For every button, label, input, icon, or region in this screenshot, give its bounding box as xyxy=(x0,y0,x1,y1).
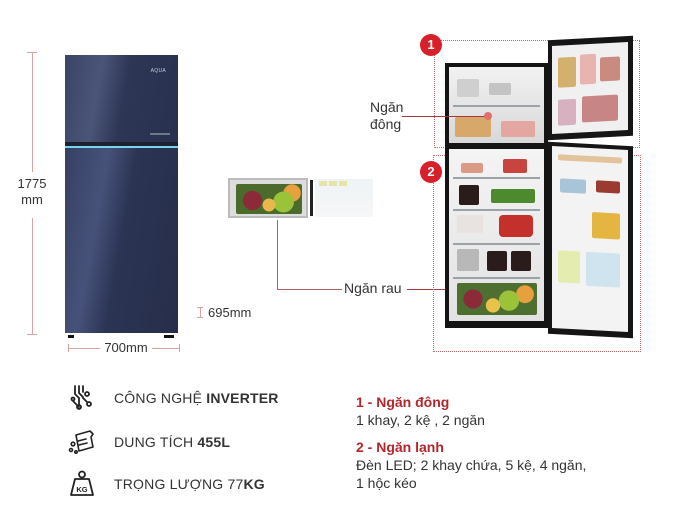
feature-inverter-text: CÔNG NGHỆ INVERTER xyxy=(114,390,279,406)
fridge-compartment xyxy=(449,149,544,321)
spec-fridge: 2 - Ngăn lạnh Đèn LED; 2 khay chứa, 5 kệ… xyxy=(356,438,586,492)
inverter-circuit-icon xyxy=(68,384,96,412)
capacity-jug-icon xyxy=(68,428,96,456)
spec-freezer-desc: 1 khay, 2 kệ , 2 ngăn xyxy=(356,412,485,428)
spec-fridge-desc-line2: 1 hộc kéo xyxy=(356,475,417,491)
zone-badge-freezer: 1 xyxy=(420,34,442,56)
fridge-foot-right xyxy=(164,335,174,338)
freezer-compartment xyxy=(449,67,544,143)
feature-capacity: DUNG TÍCH 455L xyxy=(68,428,230,456)
crisper-callout-horizontal-left xyxy=(277,289,342,290)
height-unit: mm xyxy=(21,192,43,207)
crisper-callout-vertical xyxy=(277,220,278,289)
freezer-callout-line xyxy=(402,116,486,117)
svg-text:KG: KG xyxy=(76,485,87,494)
crisper-callout-horizontal-right xyxy=(407,289,467,290)
fridge-door-open xyxy=(548,141,633,339)
fridge-door xyxy=(65,148,178,333)
shelf-interior xyxy=(315,179,373,217)
width-dimension-line-right xyxy=(152,348,179,349)
crisper-drawer-closeup xyxy=(228,178,373,220)
height-dimension-bottom-tick xyxy=(27,334,37,335)
depth-tick-bottom xyxy=(197,317,203,318)
width-dimension-line-left xyxy=(68,348,100,349)
height-dimension-line-lower xyxy=(32,218,33,334)
crisper-bin xyxy=(228,178,308,218)
spec-freezer: 1 - Ngăn đông 1 khay, 2 kệ , 2 ngăn xyxy=(356,393,485,429)
spec-fridge-title: 2 - Ngăn lạnh xyxy=(356,439,444,455)
crisper-label: Ngăn rau xyxy=(344,280,402,296)
door-edge xyxy=(310,180,313,216)
freezer-door: AQUA xyxy=(65,55,178,142)
fridge-front-view: AQUA xyxy=(65,55,178,338)
spec-freezer-title: 1 - Ngăn đông xyxy=(356,394,450,410)
fridge-open-view xyxy=(445,35,635,339)
fridge-cabinet xyxy=(445,63,548,328)
weight-kg-icon: KG xyxy=(68,470,96,498)
freezer-label: Ngăn đông xyxy=(370,99,404,132)
feature-capacity-text: DUNG TÍCH 455L xyxy=(114,434,231,450)
spec-fridge-desc-line1: Đèn LED; 2 khay chứa, 5 kệ, 4 ngăn, xyxy=(356,457,587,473)
door-gap xyxy=(65,142,178,146)
depth-dimension-label: 695mm xyxy=(208,305,252,320)
height-value: 1775 xyxy=(17,176,47,191)
feature-weight: KG TRỌNG LƯỢNG 77KG xyxy=(68,470,265,498)
width-dimension-right-tick xyxy=(179,344,180,352)
inverter-badge xyxy=(150,133,170,135)
zone-badge-fridge: 2 xyxy=(420,161,442,183)
height-dimension-label: 1775 mm xyxy=(5,176,59,208)
width-dimension-label: 700mm xyxy=(104,340,148,355)
feature-inverter: CÔNG NGHỆ INVERTER xyxy=(68,384,279,412)
feature-weight-text: TRỌNG LƯỢNG 77KG xyxy=(114,476,265,492)
depth-dimension-line xyxy=(200,307,201,317)
freezer-door-open xyxy=(548,35,633,141)
accent-light-strip xyxy=(65,146,178,148)
brand-logo: AQUA xyxy=(150,68,166,74)
fridge-foot-left xyxy=(68,335,74,338)
freezer-callout-dot xyxy=(484,112,492,120)
vegetables-image xyxy=(236,184,302,214)
height-dimension-line-upper xyxy=(32,52,33,172)
